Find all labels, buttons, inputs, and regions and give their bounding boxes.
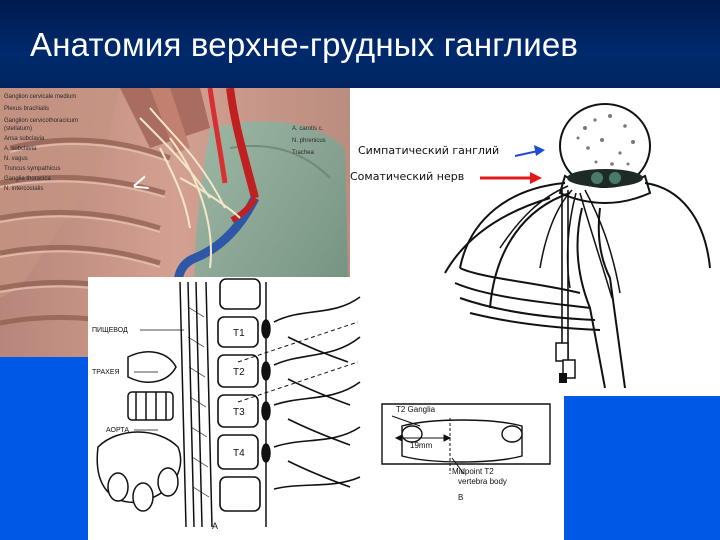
label-measure: 19mm — [410, 441, 433, 450]
anatomy-label-5: Ansa subclavia — [4, 136, 45, 142]
anatomy-label-r3: Trachea — [292, 150, 314, 156]
anatomy-label-8: Truncus sympathicus — [4, 166, 60, 172]
anatomy-label-r2: N. phrenicus — [292, 138, 326, 144]
decor-blue-block-left — [0, 357, 88, 540]
figure-caption-b: B — [458, 493, 463, 502]
anatomy-label-1: Ganglion cervicale medium — [4, 94, 76, 100]
label-midpoint: Midpoint T2 — [452, 467, 494, 476]
label-sympathetic-ganglion: Симпатический ганглий — [358, 144, 499, 157]
anatomy-label-9: Ganglia thoracica — [4, 176, 51, 182]
spine-illustration: ПИЩЕВОД ТРАХЕЯ АОРТА T1 T2 T3 T4 A — [88, 277, 364, 540]
label-somatic-nerve: Соматический нерв — [350, 170, 464, 183]
vertebra-t4-body — [217, 434, 259, 470]
anatomy-label-6: A. subclavia — [4, 146, 37, 152]
anatomy-label-3: Ganglion cervicothoracicum — [4, 118, 78, 124]
vertebra-t2-body — [217, 354, 259, 388]
label-trachea: ТРАХЕЯ — [92, 369, 120, 376]
label-vertebra-body: vertebra body — [458, 477, 507, 486]
figure-caption-a: A — [212, 521, 218, 531]
cross-section-drawing: Симпатический ганглий Соматический нерв — [350, 103, 711, 389]
decor-blue-block-right — [564, 396, 720, 540]
vertebra-t1-label: T1 — [233, 328, 245, 339]
vertebra-t1-body — [217, 316, 259, 348]
vertebra-t2-label: T2 — [233, 367, 245, 378]
spinous-process — [597, 207, 626, 389]
inset-illustration: T2 Ganglia 19mm Midpoint T2 vertebra bod… — [372, 396, 564, 506]
slide-title: Анатомия верхне-грудных ганглиев — [30, 26, 579, 63]
ganglion-arrow — [514, 150, 539, 157]
vertebra-t3-body — [217, 394, 259, 428]
label-esophagus: ПИЩЕВОД — [92, 327, 128, 334]
anatomy-label-r1: A. carotis c. — [292, 126, 324, 132]
anatomy-label-4: (stellatum) — [4, 126, 32, 132]
anatomy-label-2: Plexus brachialis — [4, 106, 49, 112]
title-bar: Анатомия верхне-грудных ганглиев — [0, 0, 720, 88]
spine-drawing: ПИЩЕВОД ТРАХЕЯ АОРТА T1 T2 T3 T4 A — [92, 278, 361, 531]
ganglion-t4 — [261, 443, 271, 463]
spinal-cord — [567, 169, 643, 187]
ganglion-t3 — [261, 401, 271, 421]
vertebra-t4-label: T4 — [233, 448, 245, 459]
anatomy-label-10: N. intercostalis — [4, 186, 43, 192]
anatomy-label-7: N. vagus — [4, 156, 28, 162]
inset-drawing: T2 Ganglia 19mm Midpoint T2 vertebra bod… — [381, 403, 551, 502]
label-t2-ganglia: T2 Ganglia — [396, 405, 436, 414]
anatomy-illustration: Ganglion cervicale medium Plexus brachia… — [0, 88, 350, 358]
ganglion-t1 — [261, 319, 271, 339]
rib-left — [459, 182, 566, 269]
ganglion-t2 — [261, 361, 271, 381]
cross-section-illustration: Симпатический ганглий Соматический нерв — [350, 98, 720, 396]
vertebra-t3-label: T3 — [233, 407, 245, 418]
anatomy-drawing: Ganglion cervicale medium Plexus brachia… — [0, 88, 350, 358]
label-aorta: АОРТА — [106, 427, 129, 434]
